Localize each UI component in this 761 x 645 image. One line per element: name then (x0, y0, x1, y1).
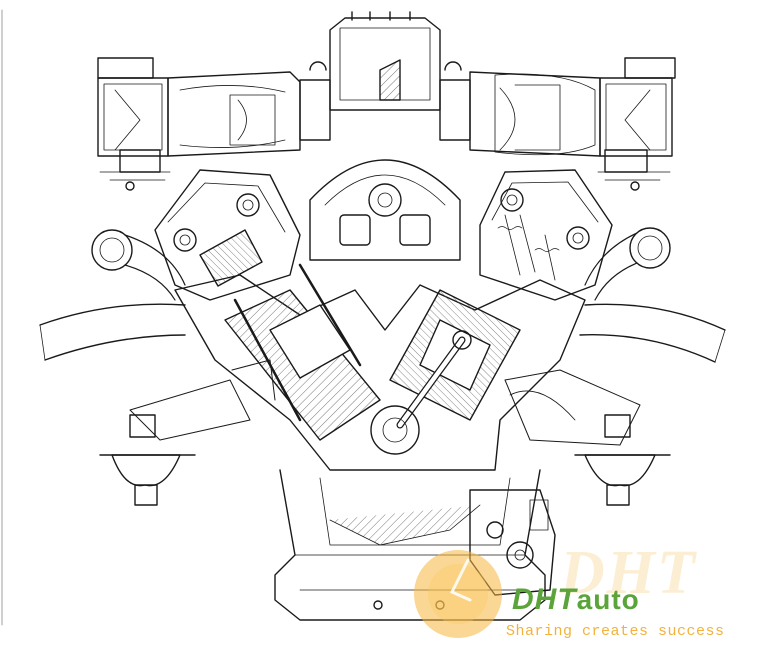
watermark-brand: DHTauto (512, 585, 640, 615)
watermark-brand-main: DH (512, 583, 558, 616)
right-intake-runner (469, 71, 601, 157)
intake-plenum (299, 11, 471, 141)
timing-housing (309, 159, 461, 261)
right-cylinder-head (479, 169, 613, 301)
watermark-ghost-text: DHT (560, 539, 697, 607)
left-throttle-body (97, 57, 171, 191)
watermark-brand-t: T (557, 583, 577, 616)
watermark-tagline: Sharing creates success (506, 623, 725, 640)
left-exhaust-pipe (39, 229, 186, 361)
left-engine-mount (99, 359, 276, 506)
left-intake-runner (167, 71, 301, 157)
right-throttle-body (597, 57, 676, 191)
left-cylinder-head (154, 169, 301, 301)
right-exhaust-pipe (579, 227, 726, 363)
right-engine-mount (504, 369, 671, 506)
watermark-brand-suffix: auto (576, 584, 640, 615)
oil-sump (274, 469, 546, 621)
engine-block (174, 263, 586, 471)
oil-pump (469, 489, 556, 596)
